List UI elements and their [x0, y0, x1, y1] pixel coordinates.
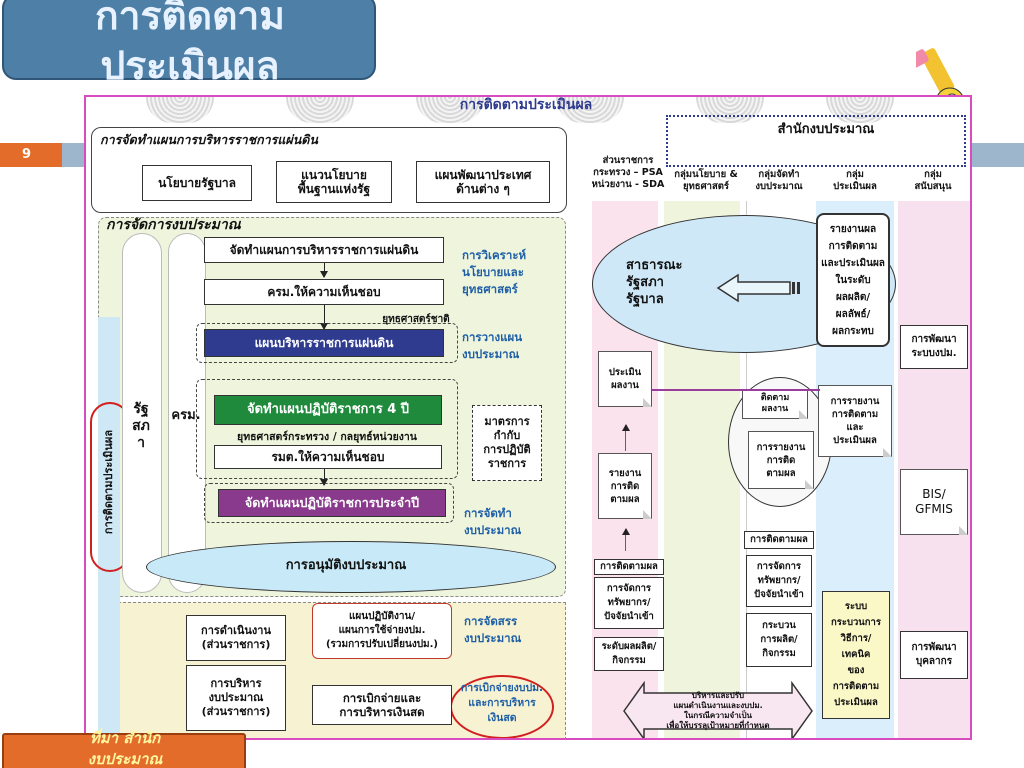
diagram-frame: การติดตามประเมินผล การจัดทำแผนการบริหารร…: [84, 95, 972, 740]
flow-arrow-up: [625, 529, 626, 551]
step-box: ครม.ให้ความเห็นชอบ: [204, 279, 444, 305]
lower-box: การติดตามผล: [744, 531, 814, 549]
policy-box: นโยบายรัฐบาล: [142, 165, 252, 201]
support-box: การพัฒนา บุคลากร: [900, 631, 968, 679]
support-box: การพัฒนา ระบบงปม.: [900, 325, 968, 369]
plan-box: การเบิกจ่ายและ การบริหารเงินสด: [312, 685, 452, 725]
header-bar-right: [972, 143, 1024, 167]
source-footer: ที่มา สำนัก งบประมาณ: [87, 729, 163, 768]
lower-box: กระบวน การผลิต/ กิจกรรม: [746, 613, 812, 667]
lower-box: การติดตามผล: [594, 559, 664, 575]
column-header: กลุ่มจัดทำ งบประมาณ: [755, 169, 803, 192]
flow-arrow: [320, 305, 328, 330]
side-label: การวิเคราะห์ นโยบายและ ยุทธศาสตร์: [462, 248, 527, 296]
control-box: มาตรการ กำกับ การปฏิบัติ ราชการ: [472, 405, 542, 481]
title-box: [2, 0, 376, 80]
lower-box: ระดับผลผลิต/ กิจกรรม: [594, 637, 664, 671]
side-label: การจัดทำ งบประมาณ: [464, 506, 522, 537]
seal-watermark: [146, 97, 214, 123]
evaluation-strip: [98, 317, 120, 737]
side-label: การเบิกจ่ายงบปม. และการบริหาร เงินสด: [460, 682, 544, 724]
ops-box: การดำเนินงาน (ส่วนราชการ): [186, 615, 286, 661]
ops-box: การบริหาร งบประมาณ (ส่วนราชการ): [186, 665, 286, 731]
office-panel: [666, 115, 966, 167]
parliament-label: รัฐสภา: [132, 401, 150, 451]
budget-section-title: การจัดการงบประมาณ: [106, 217, 241, 233]
lower-box: การจัดการ ทรัพยากร/ ปัจจัยนำเข้า: [594, 577, 664, 629]
policy-panel-title: การจัดทำแผนการบริหารราชการแผ่นดิน: [100, 132, 318, 147]
step-box-purple: จัดทำแผนปฏิบัติราชการประจำปี: [218, 489, 446, 517]
step-box: รมต.ให้ความเห็นชอบ: [214, 445, 442, 469]
policy-panel: [91, 127, 567, 213]
eval-process-box: ระบบ กระบวนการ วิธีการ/ เทคนิค ของ การติ…: [822, 591, 890, 719]
header-bar-left: [62, 143, 84, 167]
dashed-group: [196, 323, 458, 363]
cabinet-label: ครม.: [171, 408, 201, 423]
flow-arrow: [320, 263, 328, 278]
column-header: กลุ่มนโยบาย & ยุทธศาสตร์: [674, 169, 738, 192]
lower-box: การจัดการ ทรัพยากร/ ปัจจัยนำเข้า: [746, 555, 812, 607]
policy-box: แผนพัฒนาประเทศ ด้านต่าง ๆ: [416, 161, 550, 203]
approval-ellipse: [146, 541, 556, 593]
support-box: BIS/ GFMIS: [900, 469, 968, 535]
footer-box: [2, 733, 246, 768]
note-box: ติดตาม ผลงาน: [742, 389, 808, 419]
flow-line: [652, 389, 820, 391]
national-strategy-label: ยุทธศาสตร์ชาติ: [382, 314, 450, 325]
note-box: ประเมิน ผลงาน: [598, 351, 652, 407]
double-arrow-icon: [623, 681, 813, 738]
column-header: กลุ่ม สนับสนุน: [914, 169, 952, 192]
left-arrow-icon: [716, 273, 800, 303]
office-title: สำนักงบประมาณ: [777, 122, 875, 137]
evaluation-vertical-label: การติดตามประเมินผล: [102, 429, 115, 535]
report-box: รายงานผล การติดตาม และประเมินผล ในระดับ …: [816, 213, 890, 347]
cabinet-oval: [168, 233, 206, 593]
slide-title: การติดตาม ประเมินผล: [94, 0, 286, 89]
diagram-header: การติดตามประเมินผล: [459, 97, 593, 113]
step-box-green: จัดทำแผนปฏิบัติราชการ 4 ปี: [214, 395, 442, 425]
note-box: การรายงาน การติดตาม และ ประเมินผล: [818, 385, 892, 457]
policy-box: แนวนโยบาย พื้นฐานแห่งรัฐ: [276, 161, 392, 203]
note-box: รายงาน การติด ตามผล: [598, 453, 652, 519]
side-label: การจัดสรร งบประมาณ: [464, 614, 522, 645]
bottom-arrow-text: บริหารและปรับ แผนดำเนินงานและงบปม. ในกรณ…: [666, 691, 770, 730]
plan-box: แผนปฏิบัติงาน/ แผนการใช้จ่ายงปม. (รวมการ…: [312, 603, 452, 659]
parliament-oval: [122, 233, 162, 593]
dashed-group: [196, 379, 458, 479]
flow-arrow-up: [625, 425, 626, 451]
page-number: 9: [0, 143, 62, 167]
flow-arrow: [320, 469, 328, 486]
public-label: สาธารณะ รัฐสภา รัฐบาล: [626, 258, 683, 307]
dashed-group: [204, 483, 454, 523]
column-header: กลุ่ม ประเมินผล: [833, 169, 877, 192]
approval-label: การอนุมัติงบประมาณ: [285, 558, 407, 573]
column-header: ส่วนราชการ กระทรวง – PSA หน่วยงาน - SDA: [591, 155, 665, 190]
side-label: การวางแผน งบประมาณ: [462, 330, 523, 361]
step-box: จัดทำแผนการบริหารราชการแผ่นดิน: [204, 237, 444, 263]
step-box-navy: แผนบริหารราชการแผ่นดิน: [204, 329, 444, 357]
note-box: การรายงาน การติด ตามผล: [748, 431, 814, 489]
seal-watermark: [286, 97, 354, 123]
ministry-strategy-label: ยุทธศาสตร์กระทรวง / กลยุทธ์หน่วยงาน: [237, 431, 417, 443]
